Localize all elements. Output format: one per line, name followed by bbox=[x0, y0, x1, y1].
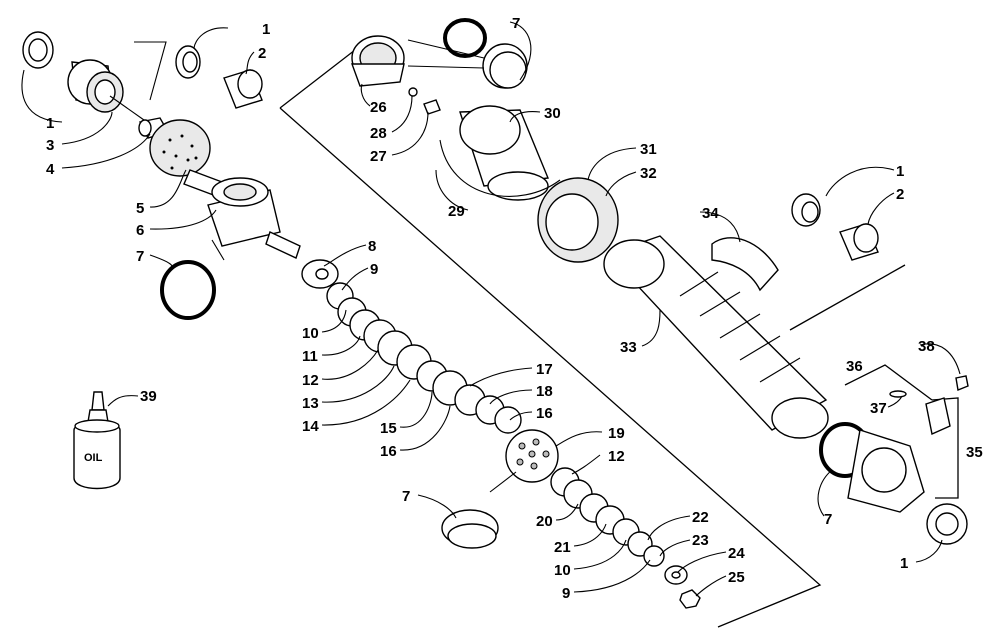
callout-1: 1 bbox=[262, 21, 270, 38]
callout-1: 1 bbox=[900, 555, 908, 572]
sleeve-2-right bbox=[839, 223, 879, 261]
callout-7: 7 bbox=[824, 511, 832, 528]
callout-12: 12 bbox=[302, 372, 319, 389]
bumper-5 bbox=[149, 119, 211, 177]
callout-13: 13 bbox=[302, 395, 319, 412]
sleeve-2-upper bbox=[223, 69, 263, 109]
callout-23: 23 bbox=[692, 532, 709, 549]
callout-33: 33 bbox=[620, 339, 637, 356]
guard-34 bbox=[711, 237, 779, 292]
callout-16: 16 bbox=[380, 443, 397, 460]
callout-5: 5 bbox=[136, 200, 144, 217]
end-cap-26 bbox=[351, 35, 405, 87]
body-cap-6 bbox=[207, 177, 301, 259]
callout-labels: 1 2 1 3 4 5 6 7 8 9 10 11 12 13 14 15 16… bbox=[46, 15, 983, 602]
bushing-1-bottom bbox=[926, 503, 968, 545]
leader-39 bbox=[107, 395, 139, 407]
callout-3: 3 bbox=[46, 137, 54, 154]
bushing-right-1 bbox=[791, 193, 821, 227]
oil-label: OIL bbox=[84, 452, 103, 464]
adjuster-nut-31 bbox=[537, 177, 619, 263]
callout-21: 21 bbox=[554, 539, 571, 556]
callout-28: 28 bbox=[370, 125, 387, 142]
callout-8: 8 bbox=[368, 238, 376, 255]
callout-39: 39 bbox=[140, 388, 157, 405]
callout-2: 2 bbox=[896, 186, 904, 203]
callout-30: 30 bbox=[544, 105, 561, 122]
o-ring-7-left bbox=[160, 260, 216, 320]
leader-lines bbox=[21, 21, 961, 597]
callout-6: 6 bbox=[136, 222, 144, 239]
callout-7: 7 bbox=[512, 15, 520, 32]
callout-27: 27 bbox=[370, 148, 387, 165]
callout-18: 18 bbox=[536, 383, 553, 400]
callout-26: 26 bbox=[370, 99, 387, 116]
callout-22: 22 bbox=[692, 509, 709, 526]
coil-spring-33 bbox=[603, 235, 829, 439]
callout-38: 38 bbox=[918, 338, 935, 355]
callout-2: 2 bbox=[258, 45, 266, 62]
callout-35: 35 bbox=[966, 444, 983, 461]
valve-28-27 bbox=[408, 87, 441, 115]
callout-1: 1 bbox=[46, 115, 54, 132]
callout-15: 15 bbox=[380, 420, 397, 437]
callout-11: 11 bbox=[302, 348, 318, 365]
assembly-frame bbox=[279, 49, 959, 628]
callout-12: 12 bbox=[608, 448, 625, 465]
o-ring-7-top bbox=[443, 18, 487, 58]
shim-stack bbox=[301, 259, 522, 434]
callout-25: 25 bbox=[728, 569, 745, 586]
callout-14: 14 bbox=[302, 418, 319, 435]
callout-31: 31 bbox=[640, 141, 657, 158]
callout-17: 17 bbox=[536, 361, 553, 378]
callout-10: 10 bbox=[302, 325, 319, 342]
callout-32: 32 bbox=[640, 165, 657, 182]
callout-29: 29 bbox=[448, 203, 465, 220]
bushing-left-top bbox=[22, 31, 54, 69]
callout-1: 1 bbox=[896, 163, 904, 180]
callout-20: 20 bbox=[536, 513, 553, 530]
callout-10: 10 bbox=[554, 562, 571, 579]
callout-36: 36 bbox=[846, 358, 863, 375]
callout-7: 7 bbox=[136, 248, 144, 265]
callout-24: 24 bbox=[728, 545, 745, 562]
callout-16: 16 bbox=[536, 405, 553, 422]
wear-band-7-lower bbox=[441, 509, 499, 549]
callout-4: 4 bbox=[46, 161, 55, 178]
callout-9: 9 bbox=[370, 261, 378, 278]
callout-34: 34 bbox=[702, 205, 719, 222]
seal-ring-7 bbox=[482, 43, 528, 89]
oil-bottle-39: OIL bbox=[73, 391, 121, 490]
callout-19: 19 bbox=[608, 425, 625, 442]
callout-9: 9 bbox=[562, 585, 570, 602]
piston-19 bbox=[505, 429, 559, 483]
spring-seat-29-30 bbox=[439, 105, 561, 201]
callout-37: 37 bbox=[870, 400, 887, 417]
callout-7: 7 bbox=[402, 488, 410, 505]
shim-stack-lower bbox=[550, 467, 701, 609]
sleeve-3 bbox=[67, 59, 124, 113]
valve-35-38 bbox=[889, 375, 969, 435]
bushing-upper-1 bbox=[175, 45, 201, 79]
lower-body bbox=[847, 429, 925, 513]
